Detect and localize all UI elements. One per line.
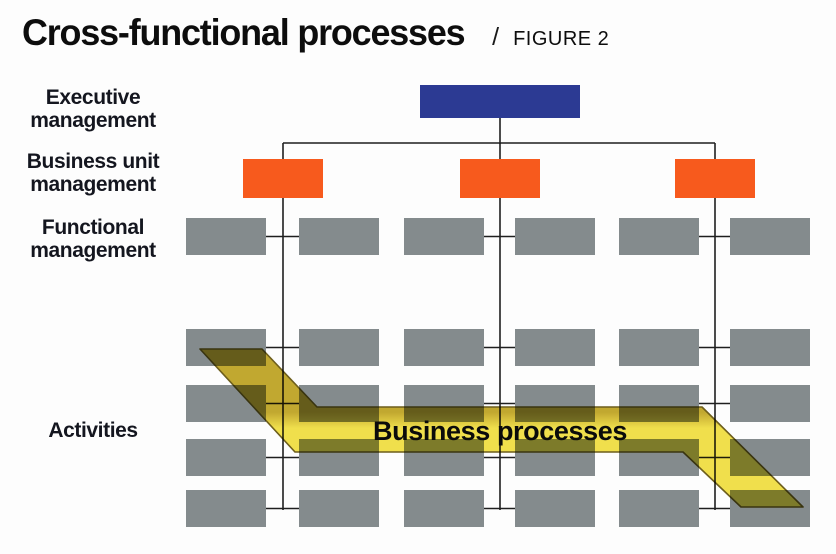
functional-box [299,218,379,255]
executive-box [420,85,580,118]
functional-box [186,218,266,255]
activity-box [299,490,379,527]
functional-box [515,218,595,255]
functional-box [730,218,810,255]
business-unit-box [675,159,755,198]
row-label-business-unit-management: Business unit management [26,150,160,196]
activity-box [619,490,699,527]
row-label-activities: Activities [48,419,138,442]
title-separator: / [492,23,500,51]
business-unit-box [243,159,323,198]
activity-box [404,490,484,527]
figure-label: FIGURE 2 [513,28,610,50]
activity-box [186,439,266,476]
row-label-functional-management: Functional management [30,216,156,262]
row-label-executive-management: Executive management [30,86,156,132]
activity-box [730,329,810,366]
page-title: Cross-functional processes [22,12,466,53]
activity-box [619,329,699,366]
activity-box [515,329,595,366]
activity-box [515,490,595,527]
functional-box [404,218,484,255]
activity-box [186,490,266,527]
activity-box [730,385,810,422]
activity-box [299,329,379,366]
functional-box [619,218,699,255]
business-unit-box [460,159,540,198]
business-processes-banner-label: Business processes [373,416,627,446]
figure-header: Cross-functional processes / FIGURE 2 [22,12,609,54]
activity-box [404,329,484,366]
business-process-ribbon [199,348,804,508]
